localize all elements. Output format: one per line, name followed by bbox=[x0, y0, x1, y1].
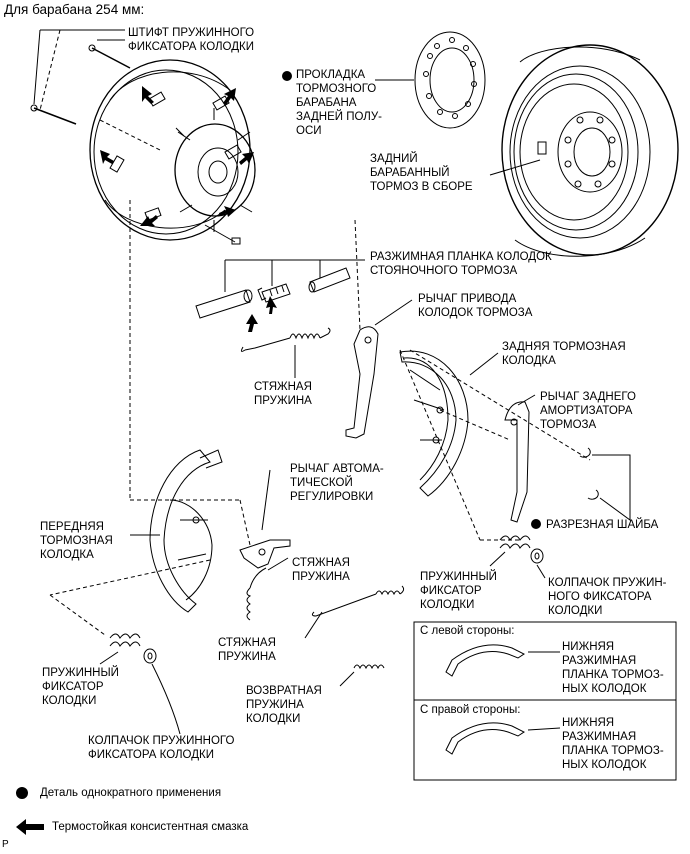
return-spring bbox=[353, 664, 385, 670]
non-reusable-dot-washer bbox=[531, 519, 541, 529]
hold-down-spring-left bbox=[109, 633, 141, 647]
leader-spring-2 bbox=[267, 557, 289, 571]
hold-down-spring-right bbox=[499, 535, 531, 549]
label-drum-assembly: ЗАДНИЙ БАРАБАННЫЙ ТОРМОЗ В СБОРЕ bbox=[370, 153, 473, 193]
parking-strut bbox=[195, 267, 351, 319]
label-front-shoe: ПЕРЕДНЯЯ ТОРМОЗНАЯ КОЛОДКА bbox=[40, 521, 113, 561]
drum-gasket bbox=[414, 31, 486, 129]
label-hold-down-spring-left: ПРУЖИННЫЙ ФИКСАТОР КОЛОДКИ bbox=[42, 667, 119, 707]
leader-pin-3 bbox=[33, 29, 41, 105]
leader-drum bbox=[489, 159, 541, 176]
tension-spring-2 bbox=[246, 567, 267, 621]
diagram-title: Для барабана 254 мм: bbox=[4, 2, 145, 17]
label-hold-down-spring-right: ПРУЖИННЫЙ ФИКСАТОР КОЛОДКИ bbox=[420, 571, 497, 611]
leader-cup-right bbox=[536, 564, 546, 579]
label-tension-spring-2: СТЯЖНАЯ ПРУЖИНА bbox=[292, 557, 350, 583]
tension-spring-1 bbox=[240, 327, 331, 352]
leader-cup-left bbox=[151, 663, 181, 735]
backing-plate bbox=[89, 59, 251, 241]
leader-auto-adjust bbox=[261, 469, 271, 531]
label-tension-spring-3: СТЯЖНАЯ ПРУЖИНА bbox=[218, 637, 276, 663]
side-inset-box bbox=[413, 621, 677, 781]
inset-right-part-label: НИЖНЯЯ РАЗЖИМНАЯ ПЛАНКА ТОРМОЗ- НЫХ КОЛО… bbox=[562, 717, 664, 771]
label-parking-lever: РЫЧАГ ПРИВОДА КОЛОДОК ТОРМОЗА bbox=[418, 293, 533, 319]
rear-brake-shoe bbox=[399, 350, 469, 497]
parking-strut-leader bbox=[224, 259, 365, 292]
tension-spring-3 bbox=[311, 585, 405, 617]
axle-hub bbox=[174, 108, 256, 245]
label-hold-down-pin: ШТИФТ ПРУЖИННОГО ФИКСАТОРА КОЛОДКИ bbox=[128, 27, 255, 53]
label-drum-gasket: ПРОКЛАДКА ТОРМОЗНОГО БАРАБАНА ЗАДНЕЙ ПОЛ… bbox=[296, 69, 382, 137]
label-auto-adjust-lever: РЫЧАГ АВТОМА- ТИЧЕСКОЙ РЕГУЛИРОВКИ bbox=[290, 463, 384, 503]
label-c-washer: РАЗРЕЗНАЯ ШАЙБА bbox=[546, 519, 659, 531]
leader-rear-shoe bbox=[469, 352, 499, 376]
label-return-spring: ВОЗВРАТНАЯ ПРУЖИНА КОЛОДКИ bbox=[246, 685, 322, 725]
leader-return-spring bbox=[339, 671, 355, 687]
hold-down-pins bbox=[30, 44, 131, 125]
legend-dot-icon bbox=[16, 787, 28, 799]
label-hold-down-cup-left: КОЛПАЧОК ПРУЖИННОГО ФИКСАТОРА КОЛОДКИ bbox=[88, 735, 235, 761]
hold-down-cup-right bbox=[530, 548, 544, 564]
hold-down-cup-left bbox=[143, 648, 157, 664]
grease-arrows-strut bbox=[246, 296, 277, 332]
inset-left-heading: С левой стороны: bbox=[420, 625, 515, 637]
label-parking-strut: РАЗЖИМНАЯ ПЛАНКА КОЛОДОК СТОЯНОЧНОГО ТОР… bbox=[370, 251, 552, 277]
non-reusable-dot-gasket bbox=[282, 71, 292, 81]
leader-absorber-lever bbox=[517, 394, 536, 406]
grease-arrows-plate bbox=[100, 86, 254, 226]
front-brake-shoe bbox=[149, 449, 223, 613]
parking-brake-lever bbox=[345, 326, 379, 439]
legend-grease-arrow-icon bbox=[16, 819, 44, 835]
leader-spring-left bbox=[99, 651, 119, 665]
label-tension-spring-1: СТЯЖНАЯ ПРУЖИНА bbox=[254, 381, 312, 407]
leader-spring-right bbox=[489, 551, 506, 567]
assembly-dashed-lines bbox=[39, 29, 591, 636]
label-hold-down-cup-right: КОЛПАЧОК ПРУЖИН- НОГО ФИКСАТОРА КОЛОДКИ bbox=[548, 577, 667, 617]
leader-spring-3 bbox=[304, 611, 323, 639]
inset-left-part-label: НИЖНЯЯ РАЗЖИМНАЯ ПЛАНКА ТОРМОЗ- НЫХ КОЛО… bbox=[562, 641, 664, 695]
legend-grease: Термостойкая консистентная смазка bbox=[52, 821, 249, 833]
footer-mark: P bbox=[2, 839, 9, 850]
rear-absorber-lever bbox=[504, 401, 530, 523]
leader-parking-lever bbox=[374, 299, 413, 326]
auto-adjust-lever bbox=[239, 539, 291, 569]
inset-right-heading: С правой стороны: bbox=[420, 704, 521, 716]
brake-drum bbox=[501, 44, 679, 257]
c-washers bbox=[579, 447, 631, 521]
label-rear-shoe: ЗАДНЯЯ ТОРМОЗНАЯ КОЛОДКА bbox=[502, 341, 626, 367]
legend-non-reusable: Деталь однократного применения bbox=[40, 787, 222, 799]
label-absorber-lever: РЫЧАГ ЗАДНЕГО АМОРТИЗАТОРА ТОРМОЗА bbox=[540, 391, 636, 431]
